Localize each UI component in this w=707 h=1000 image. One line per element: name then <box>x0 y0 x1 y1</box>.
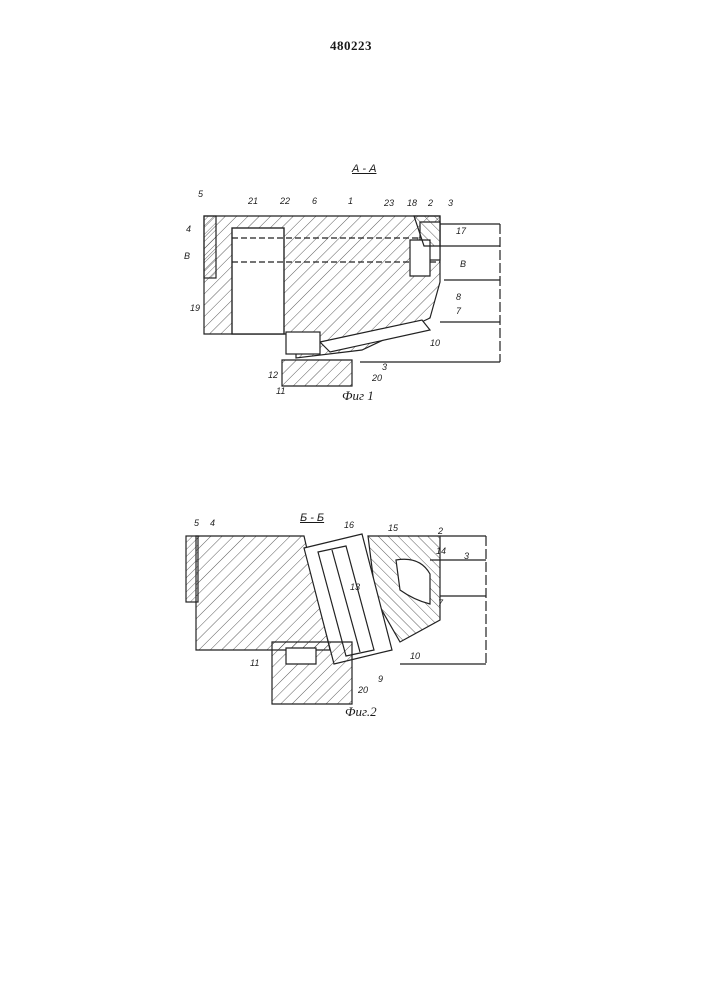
fig1-label-5: 5 <box>198 189 204 199</box>
fig1-label-1: 1 <box>348 196 353 206</box>
fig1-label-18: 18 <box>407 198 417 208</box>
fig2-label-2: 2 <box>437 526 443 536</box>
fig1-label-2: 2 <box>427 198 433 208</box>
fig2-label-3: 3 <box>464 551 469 561</box>
figure2-drawing <box>186 534 486 704</box>
fig1-label-7: 7 <box>456 306 462 316</box>
fig1-label-6: 6 <box>312 196 317 206</box>
fig1-label-12: 12 <box>268 370 278 380</box>
fig2-label-20: 20 <box>357 685 368 695</box>
fig2-label-14: 14 <box>436 546 446 556</box>
fig2-label-7: 7 <box>438 598 444 608</box>
fig1-label-20: 20 <box>371 373 382 383</box>
fig2-label-5: 5 <box>194 518 200 528</box>
fig2-label-13: 13 <box>350 582 360 592</box>
fig1-label-8: 8 <box>456 292 461 302</box>
fig1-label-22: 22 <box>279 196 290 206</box>
fig2-label-15: 15 <box>388 523 399 533</box>
fig2-label-16: 16 <box>344 520 354 530</box>
fig1-label-4: 4 <box>186 224 191 234</box>
fig1-label-23: 23 <box>383 198 394 208</box>
fig1-label-19: 19 <box>190 303 200 313</box>
fig2-label-9: 9 <box>378 674 383 684</box>
fig1-label-21: 21 <box>247 196 258 206</box>
fig1-label-3-top: 3 <box>448 198 453 208</box>
fig1-label-11: 11 <box>276 386 285 396</box>
fig1-label-b-right: В <box>460 259 466 269</box>
fig2-label-11: 11 <box>250 658 259 668</box>
fig1-label-17: 17 <box>456 226 467 236</box>
fig1-label-b-left: В <box>184 251 190 261</box>
fig1-label-3-bottom: 3 <box>382 362 387 372</box>
fig2-label-10: 10 <box>410 651 420 661</box>
fig2-label-4: 4 <box>210 518 215 528</box>
fig1-label-10: 10 <box>430 338 440 348</box>
